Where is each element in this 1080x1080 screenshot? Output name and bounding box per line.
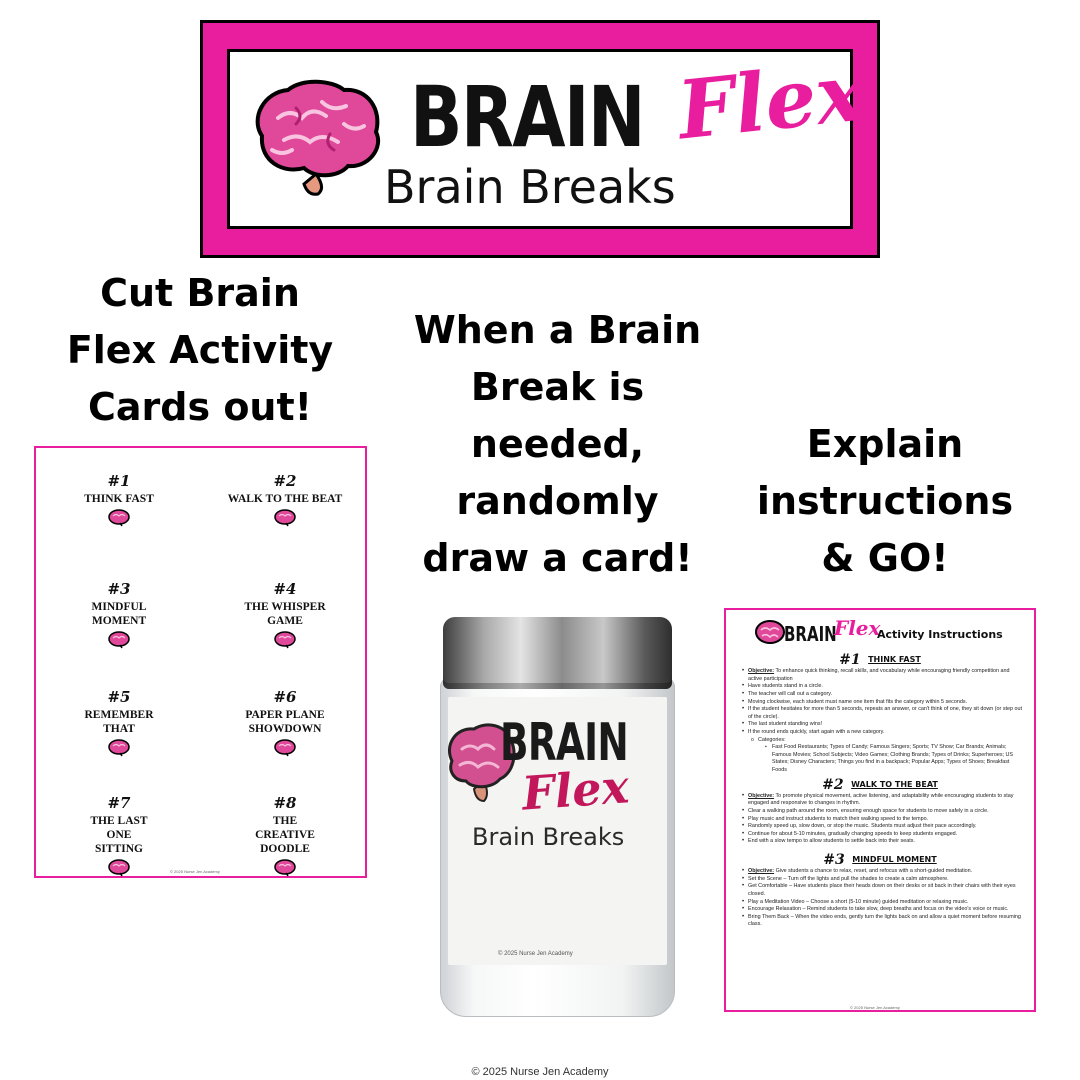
card-number: #8: [273, 794, 297, 812]
card-number: #7: [107, 794, 131, 812]
list-item: Encourage Relaxation – Remind students t…: [742, 906, 1024, 914]
instructions-copyright: © 2025 Nurse Jen Academy: [850, 1005, 900, 1010]
card-title: MINDFUL MOMENT: [91, 601, 147, 627]
activity-card: #6 PAPER PLANE SHOWDOWN: [202, 688, 368, 757]
banner-brain-word: BRAIN: [410, 68, 646, 166]
list-item: The teacher will call out a category.: [742, 691, 1024, 699]
list-item: Objective: Give students a chance to rel…: [742, 868, 1024, 876]
list-item: Have students stand in a circle.: [742, 683, 1024, 691]
title-banner: BRAIN Flex Brain Breaks: [200, 20, 880, 258]
brain-icon: [108, 631, 130, 649]
brain-icon: [755, 620, 785, 644]
brain-icon: [448, 723, 516, 803]
list-item: Categories:: [742, 737, 1024, 745]
section-name: WALK TO THE BEAT: [851, 779, 938, 789]
activity-card: #3 MINDFUL MOMENT: [36, 580, 202, 649]
card-number: #6: [273, 688, 297, 706]
step-draw-card: When a Brain Break is needed, randomly d…: [413, 308, 702, 580]
list-item: Get Comfortable – Have students place th…: [742, 883, 1024, 898]
section-list: Objective: To promote physical movement,…: [726, 793, 1034, 846]
step-cut-cards: Cut Brain Flex Activity Cards out!: [66, 271, 334, 429]
title-banner-inner: BRAIN Flex Brain Breaks: [227, 45, 868, 229]
list-item: Play music and instruct students to matc…: [742, 816, 1024, 824]
section-list: Objective: To enhance quick thinking, re…: [726, 668, 1034, 774]
list-item: Objective: To enhance quick thinking, re…: [742, 668, 1024, 683]
card-number: #4: [273, 580, 297, 598]
banner-subtitle: Brain Breaks: [384, 160, 676, 214]
activity-instructions-sheet: BRAIN Flex Activity Instructions #1 THIN…: [724, 608, 1036, 1012]
card-title: REMEMBER THAT: [84, 709, 154, 735]
activity-card: #2 WALK TO THE BEAT: [202, 472, 368, 527]
brain-icon: [274, 859, 296, 877]
instructions-title: Activity Instructions: [877, 628, 1003, 641]
list-item: Objective: To promote physical movement,…: [742, 793, 1024, 808]
instructions-flex-word: Flex: [834, 616, 881, 640]
section-name: THINK FAST: [868, 655, 921, 664]
list-item: Set the Scene – Turn off the lights and …: [742, 876, 1024, 884]
jar-copyright: © 2025 Nurse Jen Academy: [498, 951, 573, 957]
jar-flex-word: Flex: [520, 759, 631, 821]
jar-subtitle: Brain Breaks: [472, 823, 625, 851]
card-title: WALK TO THE BEAT: [227, 493, 343, 505]
brain-icon: [274, 739, 296, 757]
section-list: Objective: Give students a chance to rel…: [726, 868, 1034, 929]
jar-brain-word: BRAIN: [500, 713, 629, 773]
card-number: #3: [107, 580, 131, 598]
card-number: #1: [107, 472, 131, 490]
brain-icon: [255, 79, 380, 196]
brain-icon: [108, 859, 130, 877]
list-item: Moving clockwise, each student must name…: [742, 699, 1024, 707]
section-heading: #2 WALK TO THE BEAT: [726, 777, 1034, 793]
activity-card: #8 THE CREATIVE DOODLE: [202, 794, 368, 877]
cards-copyright: © 2025 Nurse Jen Academy: [170, 869, 220, 874]
footer-copyright: © 2025 Nurse Jen Academy: [471, 1066, 609, 1078]
activity-card: #5 REMEMBER THAT: [36, 688, 202, 757]
activity-card: #1 THINK FAST: [36, 472, 202, 527]
card-title: THE WHISPER GAME: [244, 601, 326, 627]
brain-icon: [274, 631, 296, 649]
card-title: THE CREATIVE DOODLE: [255, 815, 315, 855]
card-title: THINK FAST: [84, 493, 154, 505]
list-item: Bring Them Back – When the video ends, g…: [742, 914, 1024, 929]
brain-icon: [108, 739, 130, 757]
activity-card: #7 THE LAST ONE SITTING: [36, 794, 202, 877]
brain-icon: [108, 509, 130, 527]
list-item: Play a Meditation Video – Choose a short…: [742, 899, 1024, 907]
card-title: THE LAST ONE SITTING: [90, 815, 148, 855]
section-heading: #1 THINK FAST: [726, 652, 1034, 668]
card-number: #5: [107, 688, 131, 706]
list-item: If the round ends quickly, start again w…: [742, 729, 1024, 737]
card-title: PAPER PLANE SHOWDOWN: [245, 709, 325, 735]
card-number: #2: [273, 472, 297, 490]
section-name: MINDFUL MOMENT: [852, 854, 937, 864]
jar-lid: [443, 617, 672, 689]
activity-card: #4 THE WHISPER GAME: [202, 580, 368, 649]
list-item: Fast Food Restaurants; Types of Candy; F…: [742, 744, 1024, 774]
brain-icon: [274, 509, 296, 527]
card-jar: BRAIN Flex Brain Breaks © 2025 Nurse Jen…: [440, 617, 675, 1017]
list-item: The last student standing wins!: [742, 721, 1024, 729]
section-heading: #3 MINDFUL MOMENT: [726, 852, 1034, 868]
section-number: #2: [822, 776, 844, 793]
activity-cards-sheet: #1 THINK FAST #2 WALK TO THE BEAT #3 MIN…: [34, 446, 367, 878]
section-number: #1: [839, 652, 861, 668]
list-item: Continue for about 5-10 minutes, gradual…: [742, 831, 1024, 839]
list-item: If the student hesitates for more than 5…: [742, 706, 1024, 721]
list-item: Clear a walking path around the room, en…: [742, 808, 1024, 816]
section-number: #3: [823, 851, 845, 868]
step-explain: Explain instructions & GO!: [756, 422, 1014, 580]
list-item: End with a slow tempo to allow students …: [742, 838, 1024, 846]
banner-flex-word: Flex: [673, 44, 869, 158]
instructions-brain-word: BRAIN: [784, 622, 837, 646]
list-item: Randomly speed up, slow down, or stop th…: [742, 823, 1024, 831]
instructions-header: BRAIN Flex Activity Instructions: [726, 610, 1034, 650]
